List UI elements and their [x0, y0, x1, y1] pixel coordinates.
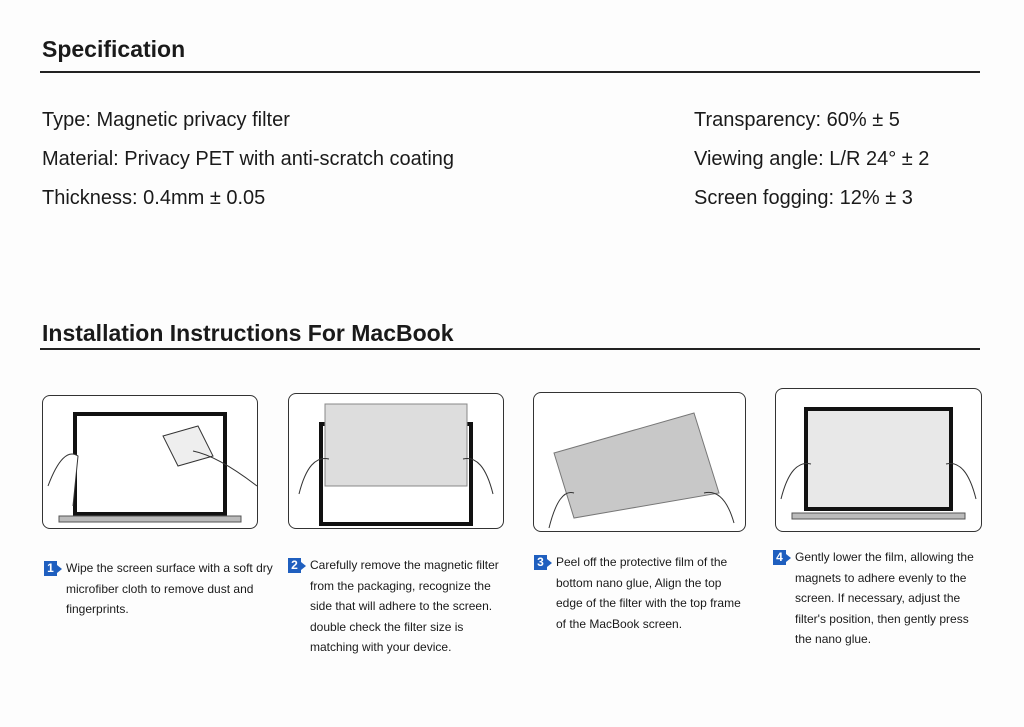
installation-heading: Installation Instructions For MacBook	[42, 320, 454, 346]
step-3: 3 Peel off the protective film of the bot…	[534, 552, 741, 634]
step-number-badge: 1	[44, 561, 62, 576]
step-text: Carefully remove the magnetic filter fro…	[310, 558, 499, 654]
step-number-badge: 3	[534, 555, 552, 570]
spec-thickness: Thickness: 0.4mm ± 0.05	[42, 187, 266, 209]
step-text: Wipe the screen surface with a soft dry …	[66, 561, 273, 616]
spec-viewing-angle: Viewing angle: L/R 24° ± 2	[694, 148, 930, 170]
step-number-badge: 2	[288, 558, 306, 573]
spec-screen-fogging: Screen fogging: 12% ± 3	[694, 187, 913, 209]
step-2: 2 Carefully remove the magnetic filter fr…	[288, 555, 505, 658]
step-4-illustration	[775, 388, 982, 532]
specification-heading: Specification	[42, 36, 186, 62]
step-text: Peel off the protective film of the bott…	[556, 555, 741, 631]
divider	[40, 71, 980, 73]
spec-transparency: Transparency: 60% ± 5	[694, 109, 900, 131]
spec-material: Material: Privacy PET with anti-scratch …	[42, 148, 455, 170]
step-text: Gently lower the film, allowing the magn…	[795, 550, 974, 646]
step-number-badge: 4	[773, 550, 791, 565]
step-3-illustration	[533, 392, 746, 532]
step-1: 1 Wipe the screen surface with a soft dry…	[44, 558, 276, 620]
step-2-illustration	[288, 393, 504, 529]
step-4: 4 Gently lower the film, allowing the mag…	[773, 547, 980, 650]
step-1-illustration	[42, 395, 258, 529]
spec-type: Type: Magnetic privacy filter	[42, 109, 290, 131]
divider	[40, 348, 980, 350]
